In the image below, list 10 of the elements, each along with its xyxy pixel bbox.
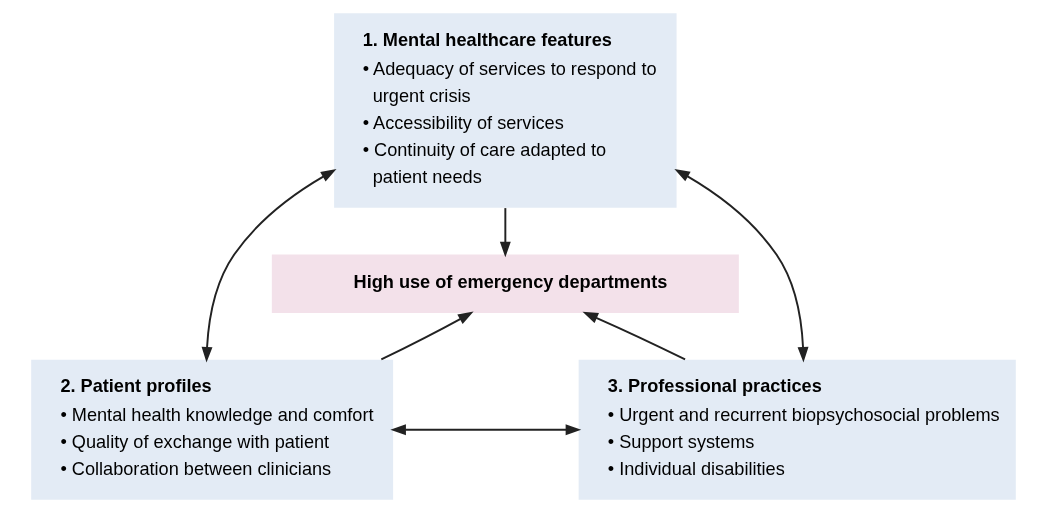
node-box: 1. Mental healthcare features • Adequacy of services to respond to urgent crisis • Accessibility of services • Continuity of care adapted to patient needs xyxy=(334,13,677,208)
arrow xyxy=(499,207,511,258)
node-box: 3. Professional practices • Urgent and recurrent biopsychosocial problems • Support systems • Individual disabilities xyxy=(578,359,1016,500)
arrow xyxy=(582,311,687,361)
node-box: 2. Patient profiles • Mental health knowledge and comfort • Quality of exchange with patient • Collaboration between clinicians xyxy=(31,359,394,500)
node-box: High use of emergency departments xyxy=(271,254,739,313)
arrow xyxy=(674,168,809,363)
arrow xyxy=(390,424,582,436)
arrow xyxy=(380,311,474,361)
arrow xyxy=(201,169,337,363)
